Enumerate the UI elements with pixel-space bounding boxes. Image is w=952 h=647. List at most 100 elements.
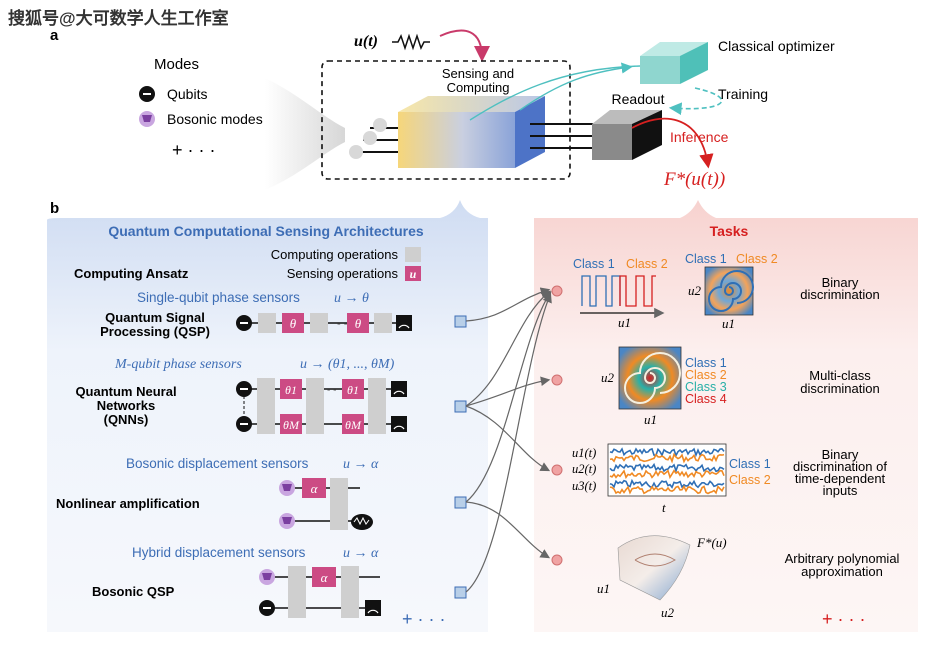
signal-arrow	[439, 29, 490, 62]
optimizer-front	[640, 56, 680, 84]
task1-node	[551, 285, 563, 297]
task4-line2: approximation	[801, 564, 883, 579]
modes-more: + · · ·	[172, 140, 216, 160]
task2-spiral-curve	[624, 352, 681, 404]
task4-line1: Arbitrary polynomial	[785, 551, 900, 566]
task4-surface	[617, 535, 691, 601]
readout-front	[592, 124, 632, 160]
svg-text:- -: - -	[327, 385, 336, 396]
feedback-arrow	[469, 65, 641, 121]
connection-arrows	[465, 287, 552, 593]
architectures-title: Quantum Computational Sensing Architectu…	[108, 223, 424, 239]
task3-line4: inputs	[823, 483, 858, 498]
qnn-gate-bottom-2: θM	[345, 418, 362, 432]
task1-axis-x: u1	[618, 315, 631, 330]
task4-surface-contour	[634, 553, 676, 567]
task1-legend-class2: Class 2	[626, 257, 668, 271]
computing-ansatz-label: Computing Ansatz	[74, 266, 189, 281]
qnn-circuit: θ1 θM - - θ1 θM	[236, 378, 407, 434]
task2-node	[551, 374, 563, 386]
task3-node	[551, 464, 563, 476]
inference-arrow	[631, 117, 714, 169]
tasks-title: Tasks	[710, 223, 749, 239]
task2-legend-class1: Class 1	[685, 356, 727, 370]
task1-legend-class1: Class 1	[573, 257, 615, 271]
task3-line1: Binary	[822, 447, 859, 462]
task2-line2: discrimination	[800, 381, 879, 396]
task3-row3: u3(t)	[572, 479, 596, 493]
task4-node	[551, 554, 563, 566]
architectures-more: + · · ·	[402, 609, 446, 629]
task1-spiral-curve	[708, 270, 754, 312]
box-title-line2: Computing	[447, 80, 510, 95]
task1-legend2-class1: Class 1	[685, 252, 727, 266]
processor-front	[398, 112, 515, 168]
box-title-line1: Sensing and	[442, 66, 514, 81]
task1-line1: Binary	[822, 275, 859, 290]
mode-ball-3	[349, 145, 363, 159]
legend-computing: Computing operations	[271, 247, 399, 262]
arch2-name-line3: (QNNs)	[104, 412, 149, 427]
readout-side	[632, 110, 662, 160]
task3-legend-class1: Class 1	[729, 457, 771, 471]
legend-sensing: Sensing operations	[287, 266, 399, 281]
arch4-map: u → α	[343, 546, 379, 561]
feedback-arrow-head	[519, 62, 633, 111]
training-arrow	[668, 87, 723, 116]
task2-legend-class2: Class 2	[685, 368, 727, 382]
modes-funnel	[265, 78, 345, 190]
mode-ball-2	[363, 131, 377, 145]
amp-gate: α	[311, 481, 319, 496]
task1-legend2-class2: Class 2	[736, 252, 778, 266]
task3-axis-x: t	[662, 500, 666, 515]
watermark: 搜狐号@大可数学人生工作室	[8, 8, 229, 28]
task4-surface-label: F*(u)	[696, 535, 727, 550]
input-signal-label: u(t)	[354, 33, 378, 50]
arch1-output-port	[454, 315, 467, 328]
signal-wave	[392, 33, 430, 51]
task2-axis-y: u2	[601, 370, 615, 385]
task4-axis-y: u2	[661, 605, 675, 620]
task1-axis-y: u2	[688, 283, 702, 298]
legend-computing-swatch	[405, 247, 421, 262]
arch4-output-port	[454, 586, 467, 599]
qsp-gate-2: θ	[355, 316, 362, 331]
arch2-output-port	[454, 400, 467, 413]
arch4-name: Bosonic QSP	[92, 584, 175, 599]
task2-line1: Multi-class	[809, 368, 871, 383]
mode-bosonic: Bosonic modes	[167, 111, 263, 127]
arch2-name-line1: Quantum Neural	[75, 384, 176, 399]
task2-legend-class3: Class 3	[685, 380, 727, 394]
legend-sensing-swatch	[405, 266, 421, 281]
task1-line2: discrimination	[800, 287, 879, 302]
processor-side	[515, 96, 545, 168]
task3-line3: time-dependent	[795, 471, 886, 486]
arch3-name: Nonlinear amplification	[56, 496, 200, 511]
task4-axis-x: u1	[597, 581, 610, 596]
task1-axis-x2: u1	[722, 316, 735, 331]
sensing-box-frame	[321, 60, 571, 180]
arch1-name-line2: Processing (QSP)	[100, 324, 210, 339]
optimizer-side	[680, 42, 708, 84]
qnn-gate-top-2: θ1	[347, 383, 359, 397]
qsp-circuit: θ - - - θ	[236, 313, 412, 333]
arch2-name-line2: Networks	[97, 398, 156, 413]
task2-axis-x: u1	[644, 412, 657, 427]
task2-legend-class4: Class 4	[685, 392, 727, 406]
mode-ball-1	[373, 118, 387, 132]
tasks-panel	[534, 200, 918, 632]
qnn-gate-top-1: θ1	[285, 383, 297, 397]
task3-timeseries	[609, 447, 725, 495]
qnn-gate-bottom-1: θM	[283, 418, 300, 432]
arch3-output-port	[454, 496, 467, 509]
output-wires	[530, 123, 600, 149]
arch1-name-line1: Quantum Signal	[105, 310, 205, 325]
arch2-sensor: M-qubit phase sensors	[114, 357, 242, 372]
amplification-circuit: α	[279, 478, 373, 530]
task3-legend-class2: Class 2	[729, 473, 771, 487]
arch1-sensor: Single-qubit phase sensors	[137, 290, 300, 305]
mode-qubits: Qubits	[167, 86, 207, 102]
arch2-map: u → (θ1, ..., θM)	[300, 357, 395, 372]
panel-b-label: b	[50, 200, 59, 217]
